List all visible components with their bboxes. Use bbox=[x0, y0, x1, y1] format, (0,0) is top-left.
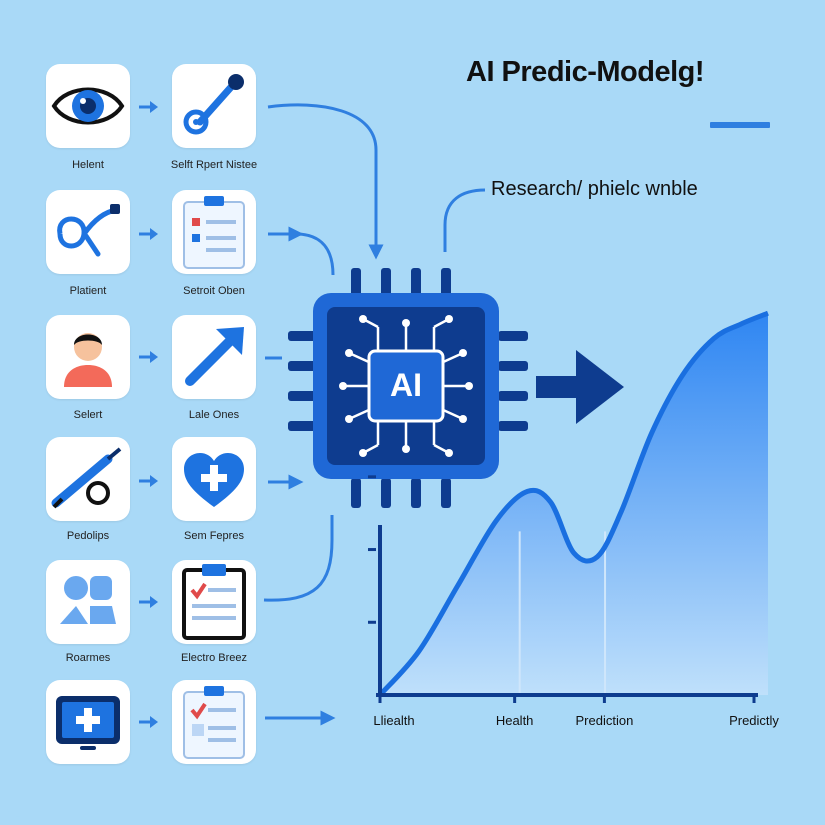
tablet-plus-icon bbox=[56, 696, 120, 750]
label-right-2: Setroit Oben bbox=[183, 285, 245, 297]
eye-icon bbox=[51, 87, 125, 125]
card-person bbox=[46, 315, 130, 399]
prediction-chart bbox=[368, 310, 769, 703]
arrow-icon bbox=[139, 596, 158, 608]
clipboard-icon bbox=[183, 196, 245, 269]
label-right-4: Sem Fepres bbox=[184, 530, 244, 542]
shapes-icon bbox=[60, 576, 116, 624]
label-right-3: Lale Ones bbox=[188, 409, 240, 421]
arrow-icon bbox=[139, 351, 158, 363]
chip-label: AI bbox=[390, 367, 422, 403]
card-stethoscope-2 bbox=[46, 190, 130, 274]
series-line bbox=[378, 310, 769, 697]
big-arrow-icon bbox=[536, 350, 624, 424]
ai-chip: AI bbox=[288, 268, 528, 508]
card-eye bbox=[46, 64, 130, 148]
person-icon bbox=[64, 333, 112, 387]
label-right-5: Electro Breez bbox=[180, 652, 248, 664]
chip-pins bbox=[288, 268, 528, 508]
card-clipboard-2 bbox=[172, 560, 256, 644]
card-clipboard-1 bbox=[172, 190, 256, 274]
x-tick-label-4: Predictly bbox=[729, 713, 779, 728]
card-shapes bbox=[46, 560, 130, 644]
label-left-2: Platient bbox=[69, 285, 107, 297]
stethoscope-icon bbox=[57, 204, 120, 257]
card-tablet bbox=[46, 680, 130, 764]
connector-row-2-curve bbox=[295, 232, 335, 276]
arrow-icon bbox=[139, 716, 158, 728]
label-right-1: Selft Rpert Nistee bbox=[170, 159, 258, 171]
x-tick-label-3: Prediction bbox=[575, 713, 634, 728]
title-underline bbox=[710, 122, 770, 128]
syringe-icon bbox=[51, 447, 122, 509]
x-tick-label-1: Lliealth bbox=[373, 713, 415, 728]
card-clipboard-3 bbox=[172, 680, 256, 764]
card-syringe bbox=[46, 437, 130, 521]
clipboard-icon bbox=[182, 564, 246, 640]
diagram-subtitle: Research/ phielc wnble bbox=[491, 178, 698, 200]
x-tick-label-2: Health bbox=[495, 713, 534, 728]
label-left-3: Selert bbox=[73, 409, 103, 421]
clipboard-icon bbox=[183, 686, 245, 759]
connector-row-5 bbox=[263, 515, 334, 602]
stethoscope-icon bbox=[183, 74, 244, 135]
card-stethoscope bbox=[172, 64, 256, 148]
area-fill bbox=[380, 313, 768, 695]
label-left-4: Pedolips bbox=[66, 530, 110, 542]
arrow-icon bbox=[139, 101, 158, 113]
card-trend-arrow bbox=[172, 315, 256, 399]
trend-arrow-icon bbox=[185, 327, 244, 386]
chart-marks bbox=[368, 310, 769, 703]
diagram-title: AI Predic-Modelg! bbox=[466, 56, 705, 88]
circuit-nodes bbox=[339, 315, 473, 457]
heart-plus-icon bbox=[184, 453, 244, 507]
circuit-traces bbox=[343, 317, 469, 455]
arrow-icon bbox=[139, 475, 158, 487]
label-left-5: Roarmes bbox=[65, 652, 111, 664]
connector-research bbox=[443, 188, 486, 252]
label-left-1: Helent bbox=[72, 159, 104, 171]
card-heart-plus bbox=[172, 437, 256, 521]
chip-center bbox=[367, 349, 445, 423]
connector-row-1 bbox=[267, 103, 384, 260]
arrow-icon bbox=[139, 228, 158, 240]
